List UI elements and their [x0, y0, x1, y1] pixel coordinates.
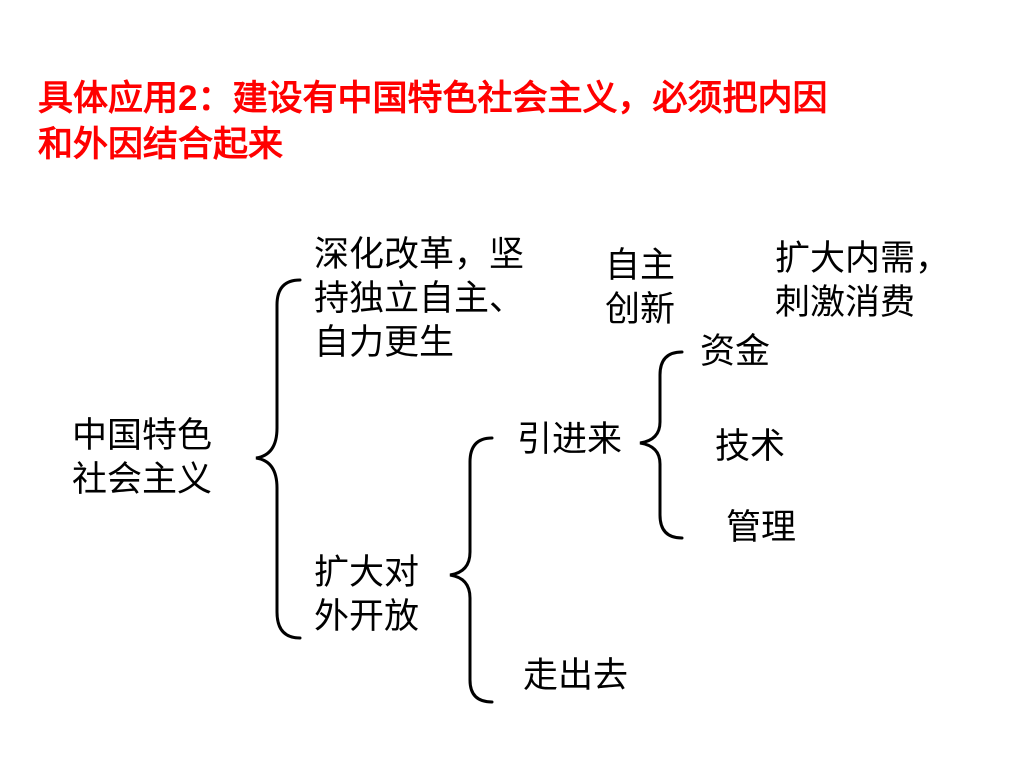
- node-management: 管理: [726, 508, 797, 548]
- node-go-out: 走出去: [523, 656, 629, 696]
- title-suffix: ：建设有中国特色社会主义，必须把内因: [197, 79, 828, 119]
- node-open-up: 扩大对 外开放: [314, 553, 420, 637]
- title-line-1: 具体应用2：建设有中国特色社会主义，必须把内因: [38, 76, 978, 122]
- node-technology: 技术: [715, 427, 786, 467]
- title-line-2: 和外因结合起来: [38, 125, 284, 165]
- slide-title: 具体应用2：建设有中国特色社会主义，必须把内因 和外因结合起来: [38, 76, 978, 168]
- node-capital: 资金: [700, 332, 771, 372]
- node-self-innovation: 自主 创新: [605, 246, 676, 330]
- title-number: 2: [178, 79, 198, 118]
- node-deepen-reform: 深化改革，坚 持独立自主、 自力更生: [314, 235, 525, 363]
- node-expand-demand: 扩大内需， 刺激消费: [775, 239, 951, 323]
- root-brace: [255, 278, 302, 640]
- node-bring-in: 引进来: [517, 420, 623, 460]
- open-up-brace: [449, 436, 494, 704]
- title-prefix: 具体应用: [38, 79, 179, 119]
- node-root: 中国特色 社会主义: [72, 416, 213, 500]
- bring-in-brace: [639, 350, 684, 540]
